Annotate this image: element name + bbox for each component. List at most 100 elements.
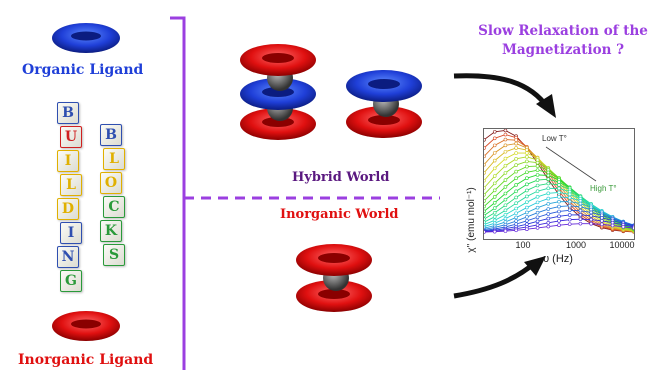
chart-point <box>503 197 508 202</box>
organic-ligand-label: Organic Ligand <box>22 62 144 78</box>
chart-point <box>535 205 540 210</box>
chart-point <box>546 202 551 206</box>
chart-point <box>525 194 529 199</box>
inorganic-world-label: Inorganic World <box>280 207 399 222</box>
chart-point <box>503 212 508 217</box>
letter-block: U <box>60 126 82 148</box>
chart-xtick-100: 100 <box>515 240 530 250</box>
chart-point <box>557 199 561 204</box>
chart-point <box>525 188 529 193</box>
letter-block: N <box>57 246 79 268</box>
chart-point <box>557 190 561 195</box>
chart-point <box>525 176 529 181</box>
chart-point <box>514 211 518 216</box>
chart-xtick-10000: 10000 <box>609 240 634 250</box>
chart-point <box>535 173 540 177</box>
chart-annotation-high-t: High T° <box>590 184 617 193</box>
chart-point <box>567 199 572 204</box>
chart-point <box>557 214 561 219</box>
chart-point <box>514 201 518 206</box>
chart-point <box>514 146 518 150</box>
chart-point <box>514 228 518 233</box>
chart-point <box>503 156 508 161</box>
chart-point <box>503 143 508 148</box>
chart-point <box>546 186 551 191</box>
chart-point <box>492 158 497 163</box>
inorganic-ligand-torus <box>52 311 120 341</box>
chart-point <box>503 149 508 154</box>
chart-point <box>525 205 529 210</box>
chart-point <box>492 181 497 186</box>
chart-point <box>557 219 561 223</box>
letter-block: I <box>57 150 79 172</box>
chart-point <box>600 219 604 223</box>
letter-block: I <box>60 222 82 244</box>
chart-point <box>503 203 508 208</box>
letter-block: D <box>57 198 79 220</box>
chart-point <box>525 210 529 215</box>
chart-point <box>535 160 540 165</box>
chart-point <box>546 207 551 211</box>
chart-xlabel: υ (Hz) <box>543 253 573 265</box>
chart-point <box>514 163 518 167</box>
chart-point <box>514 138 518 142</box>
chart-point <box>492 174 497 178</box>
chart-point <box>546 191 551 196</box>
chart-point <box>525 164 529 169</box>
chart-annotation-arrow <box>545 146 597 182</box>
letter-block: S <box>103 244 125 266</box>
chart-point <box>503 137 508 142</box>
chart-point <box>514 183 518 187</box>
chart-point <box>557 223 561 227</box>
chart-point <box>525 155 529 159</box>
chart-point <box>567 192 572 197</box>
chart-point <box>514 169 518 174</box>
chart-point <box>578 208 583 213</box>
chart-point <box>492 188 497 193</box>
chart-axes-labels: χ'' (emu mol⁻¹) υ (Hz) 100 1000 10000 <box>466 187 635 265</box>
chart-point <box>525 151 529 155</box>
chart-ylabel: χ'' (emu mol⁻¹) <box>466 187 477 252</box>
chart-point <box>535 226 540 230</box>
organic-ligand-torus <box>52 23 120 53</box>
chart-point <box>535 219 540 224</box>
chart-point <box>503 191 508 196</box>
chart-point <box>546 224 551 229</box>
chart-point <box>546 220 551 225</box>
chart-point <box>535 210 540 215</box>
chart-annotation-low-t: Low T° <box>542 134 567 143</box>
chart-point <box>503 185 508 189</box>
chart-point <box>567 217 572 222</box>
chart-point <box>514 176 518 181</box>
chart-point <box>503 171 508 175</box>
letter-block: B <box>57 102 79 124</box>
letter-block: B <box>100 124 122 146</box>
chart-point <box>600 222 604 227</box>
chart-point <box>514 157 518 161</box>
chart-point <box>578 201 583 206</box>
chart-point <box>514 195 518 200</box>
chart-point <box>492 151 497 155</box>
chart-point <box>621 225 626 229</box>
arrow-top <box>453 73 551 110</box>
letter-block: L <box>60 174 82 196</box>
chart-point <box>492 200 497 205</box>
chart-point <box>492 143 497 148</box>
hybrid-world-label: Hybrid World <box>292 170 390 185</box>
inorganic-sandwich <box>296 244 372 312</box>
chart-point <box>525 200 529 204</box>
chart-point <box>535 178 540 182</box>
chart-point <box>557 186 561 191</box>
chart-point <box>535 200 540 205</box>
chart-point <box>546 212 551 216</box>
chart-point <box>525 159 529 164</box>
slow-relaxation-question: Slow Relaxation of the Magnetization ? <box>478 23 648 58</box>
chart-point <box>514 206 518 211</box>
chart-point <box>492 215 497 219</box>
chart-plot-area: Low T° High T° <box>482 128 636 234</box>
chart-point <box>525 215 529 219</box>
chart-point <box>557 183 561 187</box>
letter-block: O <box>100 172 122 194</box>
chart-point <box>514 215 518 220</box>
